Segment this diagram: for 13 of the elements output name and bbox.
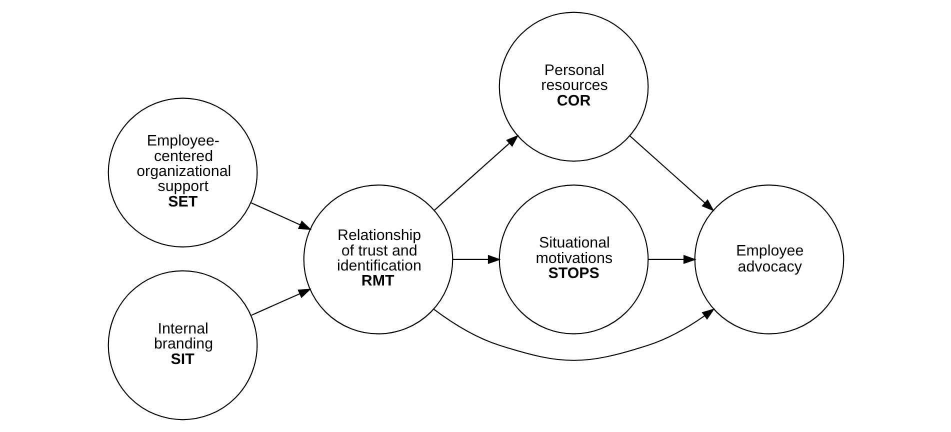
node-circle: Situational motivations STOPS — [498, 184, 648, 334]
node-circle: Relationship of trust and identification RMT — [302, 184, 453, 334]
node-circle: Employee advocacy — [694, 184, 844, 334]
arrow — [433, 308, 714, 361]
arrow — [250, 202, 312, 230]
arrow — [250, 288, 311, 316]
arrow — [452, 254, 500, 264]
arrow — [433, 134, 518, 211]
node-circle: Personal resources COR — [498, 12, 648, 162]
arrow — [648, 254, 696, 264]
node-circle: Internal branding SIT — [107, 270, 258, 420]
arrow — [628, 135, 714, 212]
node-circle: Employee-centered organizational support SET — [107, 98, 258, 248]
